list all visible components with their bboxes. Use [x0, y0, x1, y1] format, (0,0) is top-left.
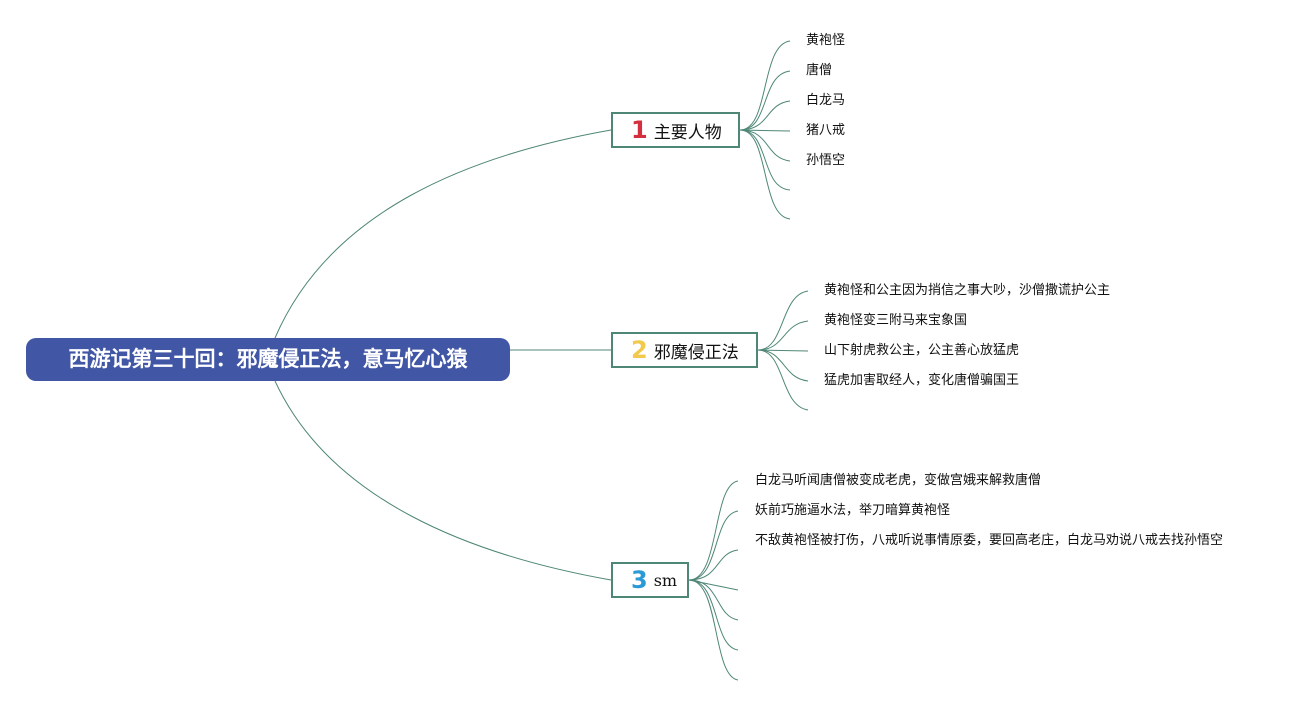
number-1-icon: 1: [631, 116, 648, 144]
connector-t2-leaf-5: [757, 349, 809, 411]
topic-evil-invades[interactable]: 2 邪魔侵正法: [611, 332, 758, 368]
connector-t1-leaf-1: [739, 40, 791, 131]
number-2-icon: 2: [631, 336, 648, 364]
leaf-item[interactable]: 孙悟空: [806, 153, 846, 168]
connector-t2-leaf-2: [757, 320, 809, 351]
connector-t3-leaf-1: [688, 480, 739, 581]
connector-t3-leaf-6: [688, 579, 739, 651]
leaf-item[interactable]: 白龙马: [806, 93, 846, 108]
connector-t3-leaf-5: [688, 579, 739, 621]
connector-t3-leaf-2: [688, 510, 739, 581]
connector-t2-leaf-3: [757, 349, 809, 352]
connector-t2-leaf-1: [757, 290, 809, 351]
topic-label: sm: [653, 570, 678, 590]
central-topic[interactable]: 西游记第三十回：邪魔侵正法，意马忆心猿: [26, 338, 510, 381]
number-3-icon: 3: [631, 566, 648, 594]
topic-label: 主要人物: [653, 122, 722, 143]
topic-sm[interactable]: 3 sm: [611, 562, 689, 598]
leaf-item[interactable]: 黄袍怪和公主因为捎信之事大吵，沙僧撒谎护公主: [824, 283, 1111, 298]
leaf-item[interactable]: 猪八戒: [806, 123, 846, 138]
connector-t3-leaf-7: [688, 579, 739, 681]
leaf-item[interactable]: 不敌黄袍怪被打伤，八戒听说事情原委，要回高老庄，白龙马劝说八戒去找孙悟空: [755, 533, 1224, 548]
topic-label: 邪魔侵正法: [653, 342, 739, 363]
leaf-item[interactable]: 黄袍怪变三附马来宝象国: [824, 313, 968, 328]
connector-root-topic-1: [274, 129, 612, 339]
leaf-item[interactable]: 唐僧: [806, 63, 833, 78]
connector-t1-leaf-7: [739, 129, 791, 220]
leaf-item[interactable]: 白龙马听闻唐僧被变成老虎，变做宫娥来解救唐僧: [755, 473, 1042, 488]
connector-t1-leaf-4: [739, 129, 791, 132]
connector-t1-leaf-6: [739, 129, 791, 191]
connector-t3-leaf-3: [688, 549, 739, 581]
leaf-item[interactable]: 妖前巧施逼水法，举刀暗算黄袍怪: [755, 503, 951, 518]
connector-t1-leaf-5: [739, 129, 791, 162]
connector-root-topic-3: [274, 380, 612, 581]
leaf-item[interactable]: 黄袍怪: [806, 33, 846, 48]
leaf-item[interactable]: 猛虎加害取经人，变化唐僧骗国王: [824, 373, 1020, 388]
connector-t2-leaf-4: [757, 349, 809, 382]
connector-t1-leaf-3: [739, 100, 791, 131]
leaf-item[interactable]: 山下射虎救公主，公主善心放猛虎: [824, 343, 1020, 358]
connector-t1-leaf-2: [739, 70, 791, 131]
topic-main-characters[interactable]: 1 主要人物: [611, 112, 740, 148]
